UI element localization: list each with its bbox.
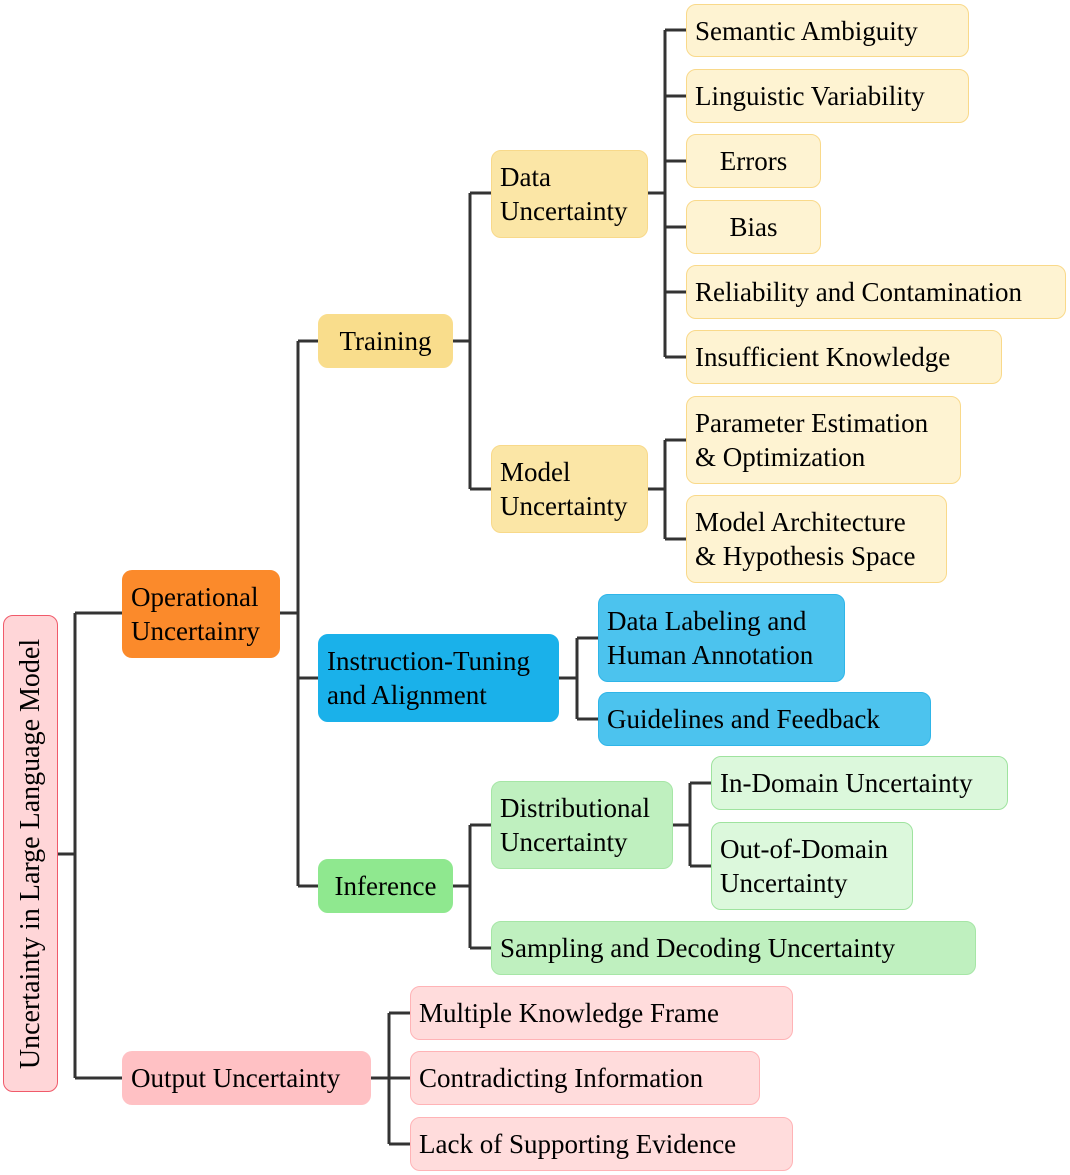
leaf-parameter-estimation: Parameter Estimation & Optimization — [686, 396, 961, 484]
leaf-model-architecture: Model Architecture & Hypothesis Space — [686, 495, 947, 583]
leaf-lack-supporting-evidence: Lack of Supporting Evidence — [410, 1117, 793, 1171]
connector-data-uncertainty — [648, 28, 686, 359]
leaf-reliability-contamination: Reliability and Contamination — [686, 265, 1066, 319]
connector-output — [371, 1011, 410, 1146]
leaf-in-domain: In-Domain Uncertainty — [711, 756, 1008, 810]
distributional-uncertainty-node: Distributional Uncertainty — [491, 781, 673, 869]
connector-inference — [453, 823, 491, 950]
model-uncertainty-node: Model Uncertainty — [491, 445, 648, 533]
inference-node: Inference — [318, 859, 453, 913]
leaf-out-of-domain: Out-of-Domain Uncertainty — [711, 822, 913, 910]
leaf-linguistic-variability: Linguistic Variability — [686, 69, 969, 123]
instruction-tuning-node: Instruction-Tuning and Alignment — [318, 634, 559, 722]
connector-operational — [280, 339, 318, 888]
sampling-decoding-node: Sampling and Decoding Uncertainty — [491, 921, 976, 975]
connector-model-uncertainty — [648, 438, 686, 541]
root-label: Uncertainty in Large Language Model — [14, 638, 46, 1069]
operational-uncertainty-node: Operational Uncertainry — [122, 570, 280, 658]
connector-distributional — [673, 781, 711, 868]
connector-instruction — [559, 636, 598, 721]
leaf-bias: Bias — [686, 200, 821, 254]
leaf-semantic-ambiguity: Semantic Ambiguity — [686, 4, 969, 57]
data-uncertainty-node: Data Uncertainty — [491, 150, 648, 238]
leaf-data-labeling: Data Labeling and Human Annotation — [598, 594, 845, 682]
training-node: Training — [318, 314, 453, 368]
output-uncertainty-node: Output Uncertainty — [122, 1051, 371, 1105]
leaf-insufficient-knowledge: Insufficient Knowledge — [686, 330, 1002, 384]
root-node: Uncertainty in Large Language Model — [3, 615, 58, 1092]
leaf-multiple-knowledge-frame: Multiple Knowledge Frame — [410, 986, 793, 1040]
connector-training — [453, 191, 491, 491]
leaf-contradicting-information: Contradicting Information — [410, 1051, 760, 1105]
connector-root — [58, 611, 122, 1080]
leaf-guidelines-feedback: Guidelines and Feedback — [598, 692, 931, 746]
leaf-errors: Errors — [686, 134, 821, 188]
